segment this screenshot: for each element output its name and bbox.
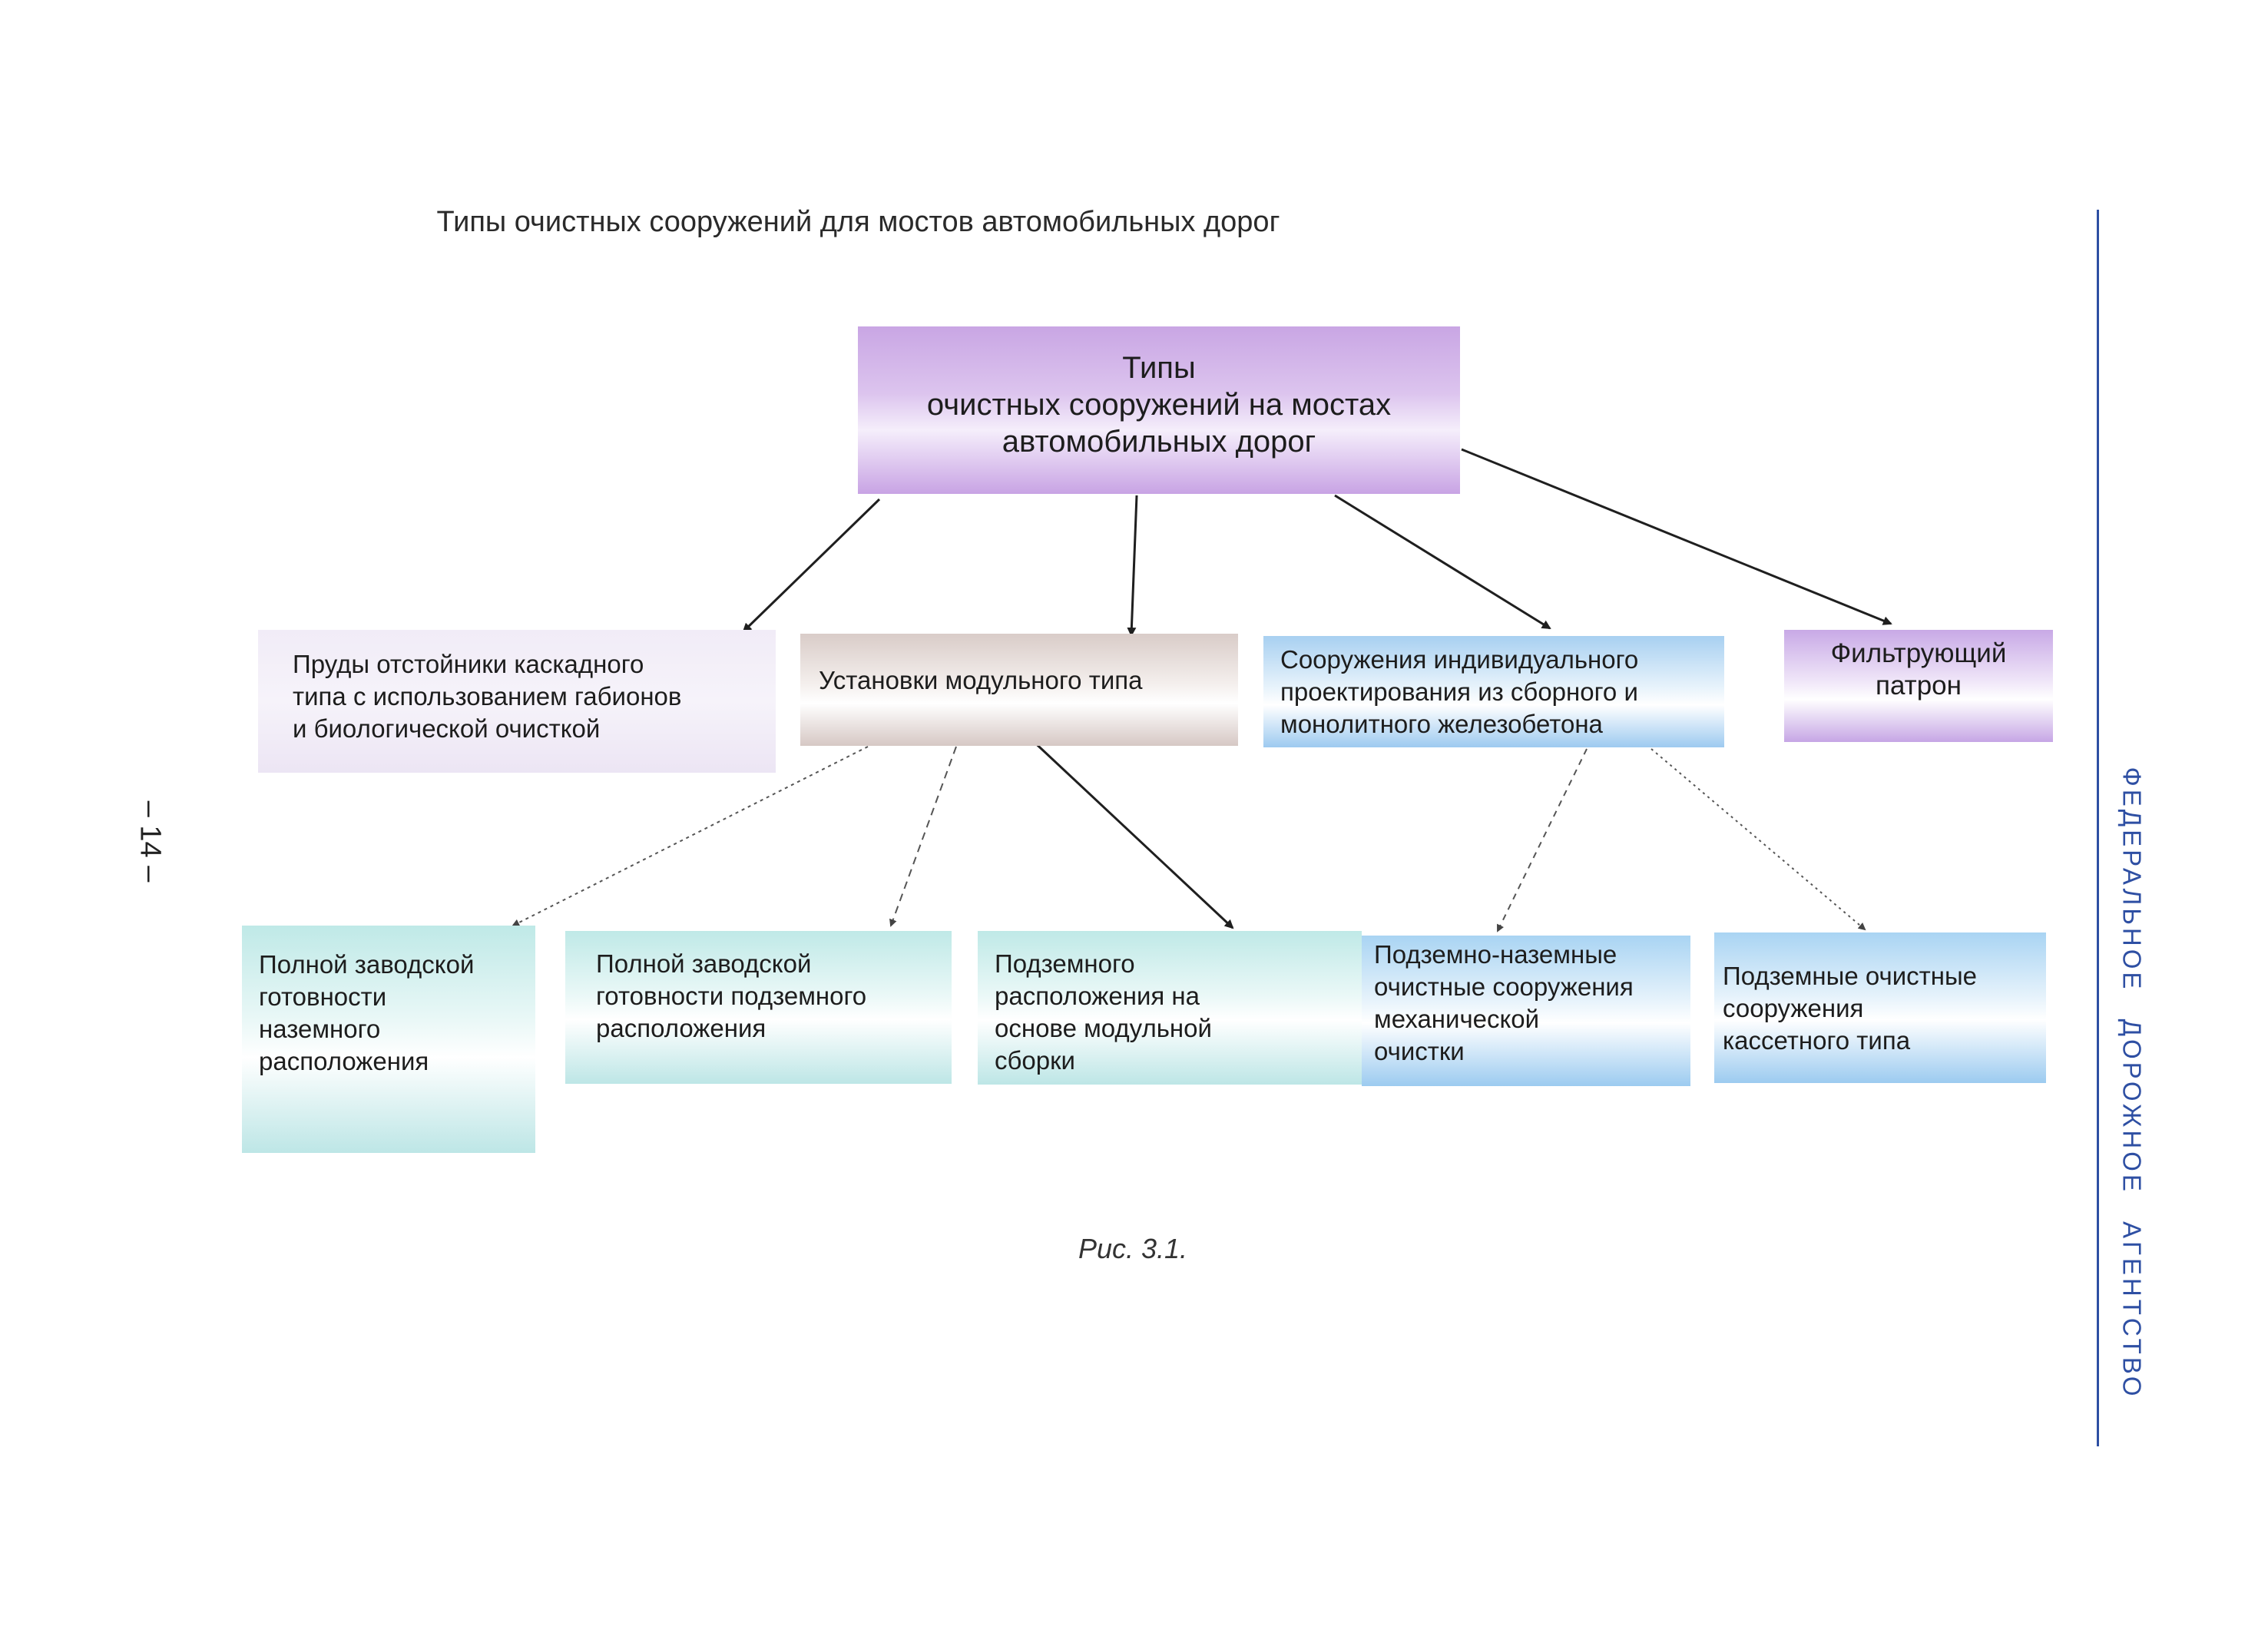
arrow-modular-to-leaf3: [1028, 736, 1234, 929]
individual-subtype-label: Подземно-наземные очистные сооружения ме…: [1374, 940, 1634, 1065]
arrow-individual-to-leaf5: [1651, 748, 1866, 931]
individual-subtype-cassette: Подземные очистные сооружения кассетного…: [1714, 932, 2046, 1083]
individual-subtype-label: Подземные очистные сооружения кассетного…: [1723, 962, 1978, 1055]
figure-caption: Рис. 3.1.: [1078, 1233, 1188, 1264]
modular-subtype-underground: Полной заводской готовности подземного р…: [565, 931, 952, 1084]
arrow-modular-to-leaf2: [889, 746, 957, 927]
category-modular: Установки модульного типа: [800, 634, 1238, 746]
category-individual-label: Сооружения индивидуального проектировани…: [1280, 645, 1639, 738]
arrow-root-to-modular: [1127, 495, 1138, 637]
modular-subtype-assembly: Подземного расположения на основе модуль…: [978, 931, 1362, 1085]
individual-subtype-mechanical: Подземно-наземные очистные сооружения ме…: [1362, 936, 1690, 1086]
arrow-root-to-ponds: [742, 498, 881, 633]
arrow-root-to-individual: [1334, 494, 1551, 630]
category-modular-label: Установки модульного типа: [819, 666, 1143, 694]
page-title: Типы очистных сооружений для мостов авто…: [436, 206, 1280, 238]
category-ponds-label: Пруды отстойники каскадного типа с испол…: [293, 650, 682, 743]
agency-label: ФЕДЕРАЛЬНОЕ ДОРОЖНОЕ АГЕНТСТВО: [2101, 767, 2162, 1399]
arrow-modular-to-leaf1: [512, 746, 869, 926]
agency-side-rule: [2097, 210, 2099, 1446]
modular-subtype-label: Полной заводской готовности наземного ра…: [259, 950, 475, 1075]
category-filter-label: Фильтрующий патрон: [1830, 638, 2007, 701]
category-individual: Сооружения индивидуального проектировани…: [1263, 636, 1724, 747]
category-ponds: Пруды отстойники каскадного типа с испол…: [258, 630, 776, 773]
agency-label-text: ФЕДЕРАЛЬНОЕ ДОРОЖНОЕ АГЕНТСТВО: [2117, 767, 2146, 1399]
page-number: – 14 –: [115, 791, 184, 891]
arrow-individual-to-leaf4: [1497, 748, 1588, 932]
modular-subtype-label: Полной заводской готовности подземного р…: [596, 949, 867, 1042]
category-filter: Фильтрующий патрон: [1784, 630, 2053, 742]
modular-subtype-label: Подземного расположения на основе модуль…: [995, 949, 1212, 1075]
root-node: Типы очистных сооружений на мостах автом…: [858, 326, 1460, 494]
page-number-text: – 14 –: [134, 800, 167, 882]
root-node-label: Типы очистных сооружений на мостах автом…: [926, 351, 1392, 459]
modular-subtype-surface: Полной заводской готовности наземного ра…: [242, 926, 535, 1153]
arrow-root-to-filter: [1461, 448, 1892, 625]
